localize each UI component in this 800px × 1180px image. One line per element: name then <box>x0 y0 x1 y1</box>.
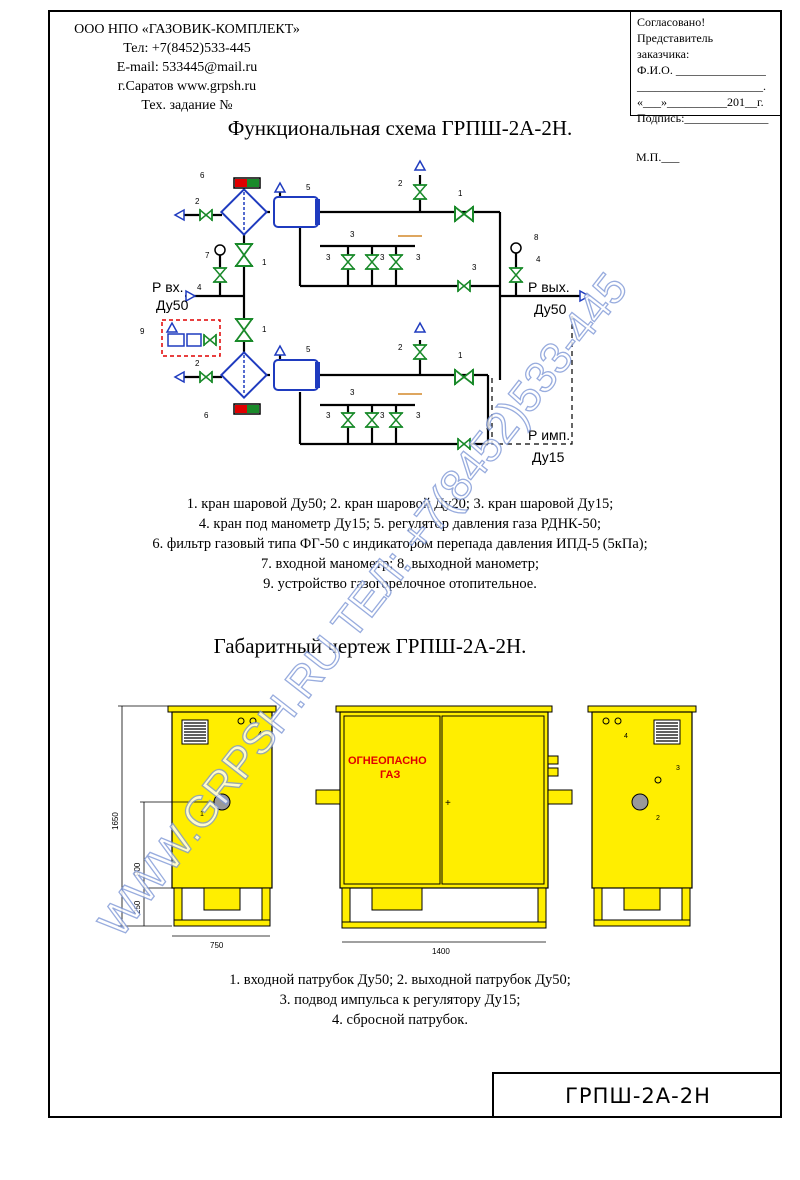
cabinet-front: ОГНЕОПАСНО ГАЗ + <box>315 705 573 929</box>
approval-line: Подпись:______________ <box>637 111 769 125</box>
approval-line: Согласовано! <box>637 15 706 29</box>
outlet-size: Ду50 <box>534 301 567 317</box>
svg-text:3: 3 <box>350 230 355 239</box>
inlet-size: Ду50 <box>156 297 189 313</box>
approval-line: Ф.И.О. _______________ <box>637 63 766 77</box>
pressure-indicator-bottom <box>233 403 261 415</box>
legend-line: 6. фильтр газовый типа ФГ-50 с индикатор… <box>152 536 648 552</box>
svg-text:2: 2 <box>656 815 660 822</box>
cabinet-side-right: 4 3 2 <box>587 705 697 927</box>
legend-line: 3. подвод импульса к регулятору Ду15; <box>279 992 521 1008</box>
svg-text:6: 6 <box>200 171 205 180</box>
svg-text:6: 6 <box>204 411 209 420</box>
tech-task: Тех. задание № <box>141 98 233 113</box>
company-phone: Тел: +7(8452)533-445 <box>123 41 251 56</box>
warning-text-gas: ГАЗ <box>380 769 400 781</box>
dim-width-side: 750 <box>210 941 224 950</box>
svg-text:3: 3 <box>676 765 680 772</box>
svg-text:9: 9 <box>140 327 145 336</box>
legend-line: 4. кран под манометр Ду15; 5. регулятор … <box>198 516 602 532</box>
svg-text:3: 3 <box>472 263 477 272</box>
svg-text:4: 4 <box>536 255 541 264</box>
scheme-title: Функциональная схема ГРПШ-2А-2Н. <box>227 116 573 140</box>
company-email: E-mail: 533445@mail.ru <box>116 60 258 75</box>
company-site: г.Саратов www.grpsh.ru <box>117 79 257 94</box>
impulse-label: Р имп. <box>528 427 570 443</box>
title-block: ГРПШ-2А-2Н <box>492 1072 782 1118</box>
approval-box: Согласовано! Представитель заказчика: Ф.… <box>630 10 782 125</box>
stamp-place: М.П.___ <box>636 150 680 164</box>
svg-text:7: 7 <box>205 251 210 260</box>
svg-text:1: 1 <box>262 258 267 267</box>
svg-text:4: 4 <box>197 283 202 292</box>
drawing-title: Габаритный чертеж ГРПШ-2А-2Н. <box>213 634 527 658</box>
svg-text:8: 8 <box>534 233 539 242</box>
legend-line: 4. сбросной патрубок. <box>332 1012 468 1028</box>
legend-line: 9. устройство газогорелочное отопительно… <box>263 576 537 592</box>
svg-text:4: 4 <box>624 733 628 740</box>
svg-text:+: + <box>445 798 451 809</box>
svg-text:1: 1 <box>458 351 463 360</box>
svg-text:3: 3 <box>380 253 385 262</box>
impulse-size: Ду15 <box>532 449 565 465</box>
dim-width-front: 1400 <box>432 947 450 956</box>
svg-text:1: 1 <box>458 189 463 198</box>
legend-line: 1. кран шаровой Ду50; 2. кран шаровой Ду… <box>186 496 614 512</box>
svg-text:4: 4 <box>258 731 262 738</box>
svg-text:2: 2 <box>195 197 200 206</box>
svg-text:2: 2 <box>398 343 403 352</box>
approval-line: Представитель <box>637 31 714 45</box>
svg-text:3: 3 <box>416 411 421 420</box>
company-info: ООО НПО «ГАЗОВИК-КОМПЛЕКТ» Тел: +7(8452)… <box>52 20 322 115</box>
svg-text:2: 2 <box>195 359 200 368</box>
approval-line: «___»__________201__г. <box>637 95 764 109</box>
legend-line: 1. входной патрубок Ду50; 2. выходной па… <box>229 972 571 988</box>
svg-text:1: 1 <box>262 325 267 334</box>
svg-text:2: 2 <box>398 179 403 188</box>
svg-text:5: 5 <box>306 345 311 354</box>
scheme-legend: 1. кран шаровой Ду50; 2. кран шаровой Ду… <box>0 494 800 594</box>
dim-low: 250 <box>133 900 142 914</box>
svg-text:3: 3 <box>486 423 491 432</box>
legend-line: 7. входной манометр; 8. выходной маномет… <box>261 556 539 572</box>
dimension-drawing: 4 1 ОГНЕОПАСНО ГАЗ + 4 <box>111 705 697 956</box>
functional-scheme: 6 6 2 2 5 5 2 2 1 1 1 1 3 3 3 3 3 3 3 3 3 3 7 4 8 4 9… <box>140 160 590 465</box>
inlet-label: Р вх. <box>152 279 184 295</box>
svg-text:3: 3 <box>350 388 355 397</box>
drawing-legend: 1. входной патрубок Ду50; 2. выходной па… <box>0 970 800 1030</box>
warning-text: ОГНЕОПАСНО <box>348 755 427 767</box>
cabinet-side-left: 4 1 <box>167 705 277 927</box>
approval-line: _____________________. <box>637 79 766 93</box>
dim-height: 1650 <box>111 812 120 830</box>
svg-text:3: 3 <box>380 411 385 420</box>
svg-text:3: 3 <box>326 411 331 420</box>
company-name: ООО НПО «ГАЗОВИК-КОМПЛЕКТ» <box>74 22 300 37</box>
dim-mid: 900 <box>133 862 142 876</box>
drawing-frame <box>48 10 782 1118</box>
svg-text:1: 1 <box>200 811 204 818</box>
svg-text:5: 5 <box>306 183 311 192</box>
svg-text:3: 3 <box>326 253 331 262</box>
approval-line: заказчика: <box>637 47 690 61</box>
outlet-label: Р вых. <box>528 279 570 295</box>
pressure-indicator-top <box>233 177 261 189</box>
svg-text:3: 3 <box>416 253 421 262</box>
